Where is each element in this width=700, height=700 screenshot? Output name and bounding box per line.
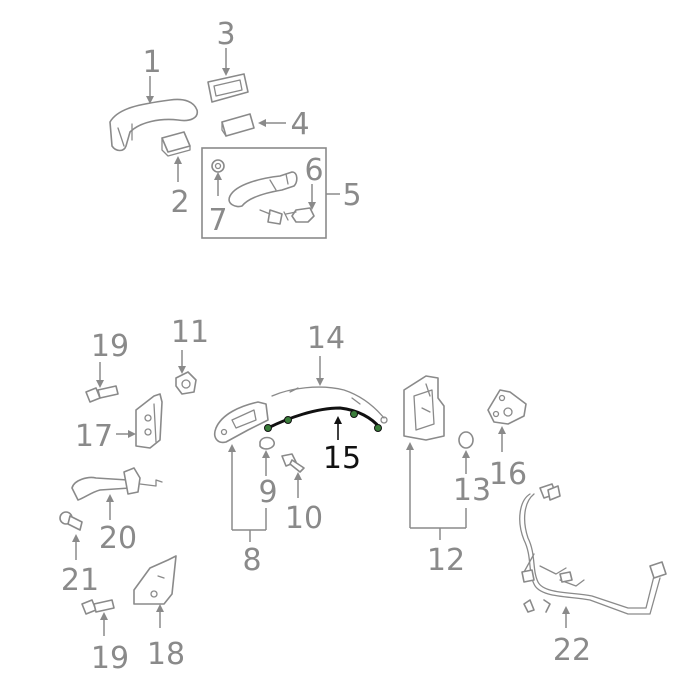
callout-2[interactable]: 2 xyxy=(170,185,189,220)
part-9-clip[interactable] xyxy=(259,436,275,450)
part-19-bolt-lower[interactable] xyxy=(81,599,115,615)
leader-19-upper xyxy=(96,362,104,388)
callout-3[interactable]: 3 xyxy=(216,17,235,52)
callout-19-lower[interactable]: 19 xyxy=(91,641,129,676)
callout-17[interactable]: 17 xyxy=(75,419,113,454)
part-4-pad[interactable] xyxy=(221,113,255,137)
leader-18 xyxy=(156,604,164,628)
callout-14[interactable]: 14 xyxy=(307,321,345,356)
callout-12[interactable]: 12 xyxy=(427,543,465,578)
part-18-bracket[interactable] xyxy=(133,555,177,605)
part-5-handle-frame[interactable] xyxy=(228,171,298,208)
callout-11[interactable]: 11 xyxy=(171,315,209,350)
callout-18[interactable]: 18 xyxy=(147,637,185,672)
leader-1 xyxy=(146,76,154,104)
part-17-striker[interactable] xyxy=(135,393,163,449)
part-19-bolt-upper[interactable] xyxy=(85,385,119,403)
leader-3 xyxy=(222,48,230,76)
leader-14 xyxy=(316,356,324,386)
leader-8 xyxy=(228,444,267,542)
callout-19-upper[interactable]: 19 xyxy=(91,329,129,364)
part-16-cover[interactable] xyxy=(487,389,527,425)
leader-9 xyxy=(262,450,270,476)
part-14-cable[interactable] xyxy=(271,386,388,424)
leader-21 xyxy=(72,534,80,560)
callout-10[interactable]: 10 xyxy=(285,501,323,536)
leader-15 xyxy=(334,416,342,440)
leader-2 xyxy=(174,156,182,182)
part-7-clip[interactable] xyxy=(211,159,225,173)
callout-16[interactable]: 16 xyxy=(489,457,527,492)
part-6-bolt[interactable] xyxy=(283,207,315,223)
leader-16 xyxy=(498,426,506,452)
callout-7[interactable]: 7 xyxy=(208,203,227,238)
leader-4 xyxy=(258,119,286,127)
leader-12 xyxy=(406,442,467,540)
part-5-frame xyxy=(201,147,327,239)
leader-22 xyxy=(562,606,570,628)
part-11-nut[interactable] xyxy=(175,371,197,395)
callout-6[interactable]: 6 xyxy=(304,153,323,188)
callout-15[interactable]: 15 xyxy=(323,441,361,476)
leader-10 xyxy=(294,472,302,498)
callout-1[interactable]: 1 xyxy=(142,45,161,80)
part-5-bolt[interactable] xyxy=(259,209,283,225)
leader-19-lower xyxy=(100,612,108,636)
part-10-screw[interactable] xyxy=(281,453,305,473)
callout-4[interactable]: 4 xyxy=(290,107,309,142)
callout-13[interactable]: 13 xyxy=(453,473,491,508)
leader-13 xyxy=(462,450,470,474)
leader-11 xyxy=(178,350,186,374)
callout-5[interactable]: 5 xyxy=(342,178,361,213)
leader-7 xyxy=(214,172,222,196)
leader-20 xyxy=(106,494,114,520)
part-12-latch[interactable] xyxy=(403,375,445,441)
leader-17 xyxy=(116,430,136,438)
callout-8[interactable]: 8 xyxy=(242,543,261,578)
part-13-grommet[interactable] xyxy=(458,431,474,449)
part-2-pad[interactable] xyxy=(161,131,191,157)
part-20-door-check[interactable] xyxy=(71,467,163,501)
part-1-outer-handle[interactable] xyxy=(109,98,199,152)
part-21-bolt[interactable] xyxy=(59,511,83,531)
part-8-inner-handle[interactable] xyxy=(213,401,269,444)
callout-21[interactable]: 21 xyxy=(61,563,99,598)
callout-22[interactable]: 22 xyxy=(553,633,591,668)
part-22-wiring-harness[interactable] xyxy=(519,483,667,615)
callout-9[interactable]: 9 xyxy=(258,475,277,510)
part-15-cable-highlighted[interactable] xyxy=(264,406,382,432)
leader-6 xyxy=(308,184,316,210)
part-3-cap[interactable] xyxy=(207,73,249,103)
callout-20[interactable]: 20 xyxy=(99,521,137,556)
